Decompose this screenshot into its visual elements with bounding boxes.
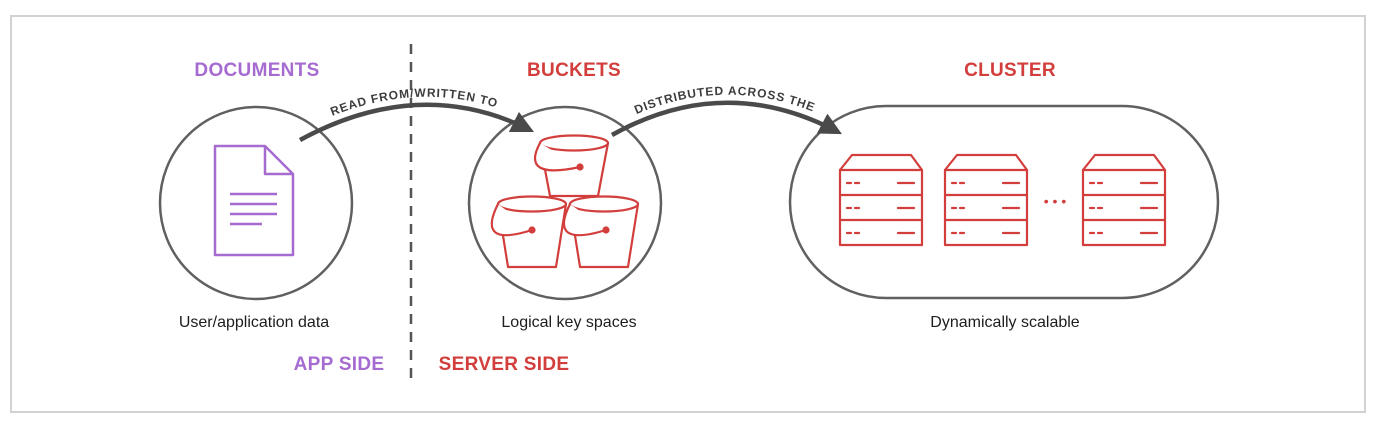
documents-heading: DOCUMENTS [194,60,320,81]
diagram-frame [10,15,1366,413]
documents-circle [158,105,354,301]
bucket-icon [562,195,640,269]
app-side-label: APP SIDE [293,354,385,375]
server-rack-icon [1081,153,1167,247]
bucket-icon [534,134,610,198]
bucket-icon [490,195,568,269]
cluster-caption: Dynamically scalable [930,314,1080,331]
document-icon [213,144,295,257]
buckets-circle [467,105,663,301]
cluster-heading: CLUSTER [964,60,1056,81]
documents-caption: User/application data [178,314,330,331]
buckets-caption: Logical key spaces [501,314,637,331]
read-written-label: READ FROM/WRITTEN TO [328,86,498,119]
read-written-arrow [298,102,535,142]
buckets-heading: BUCKETS [527,60,621,81]
svg-text:READ FROM/WRITTEN TO: READ FROM/WRITTEN TO [328,86,499,119]
server-side-label: SERVER SIDE [438,354,570,375]
server-rack-icon [943,153,1029,247]
server-ellipsis: • • • [1044,193,1067,209]
cluster-pill [788,104,1220,300]
server-rack-icon [838,153,924,247]
distributed-arrow [610,100,842,137]
